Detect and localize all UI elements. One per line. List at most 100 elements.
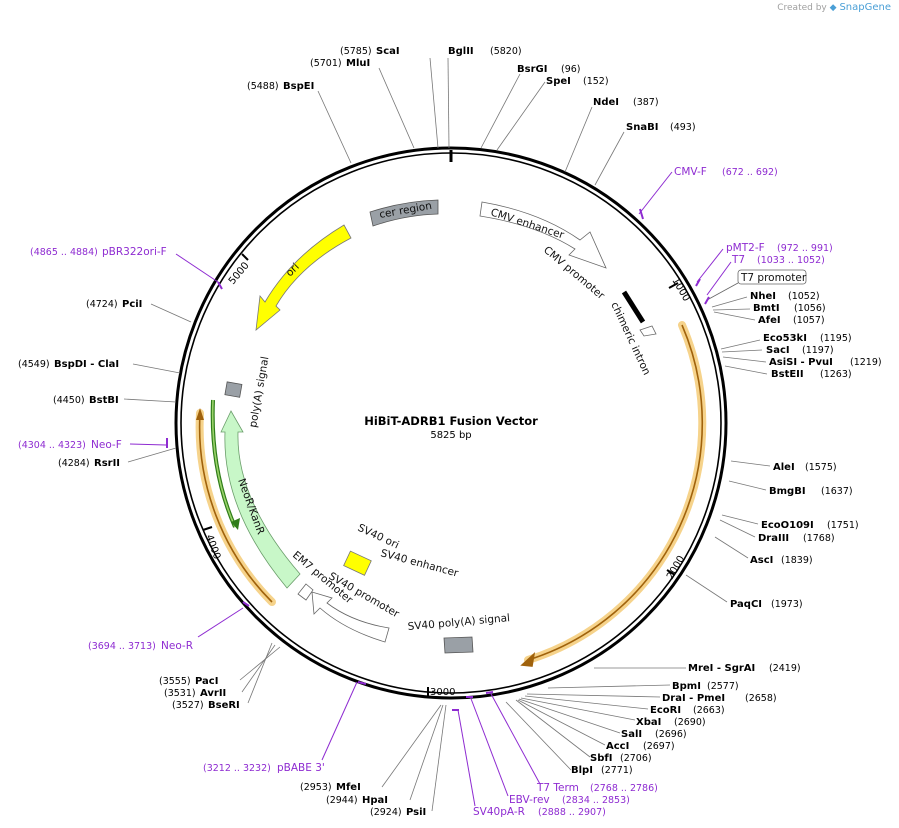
plasmid-length: 5825 bp [430,430,471,441]
enzyme-pos: (5820) [490,46,522,57]
enzyme-pos: (2663) [693,705,725,716]
cmv-enhancer-feature[interactable]: CMV enhancer CMV promoter [479,201,607,302]
enzyme-label-psii[interactable]: (2924) PsiI [370,807,426,818]
enzyme-label-ecori[interactable]: EcoRI (2663) [650,705,725,716]
primer-label-ebv-rev[interactable]: EBV-rev (2834 .. 2853) [509,794,630,806]
tick-label-3000: 3000 [430,687,455,698]
enzyme-label-paqci[interactable]: PaqCI (1973) [730,599,803,610]
primer-label-pbabe-3[interactable]: (3212 .. 3232) pBABE 3' [203,762,325,774]
primer-pos: (4304 .. 4323) [18,440,86,451]
enzyme-label-scai[interactable]: (5785) ScaI [340,46,400,57]
enzyme-label-bspei[interactable]: (5488) BspEI [247,81,314,92]
enzyme-pos: (1768) [803,533,835,544]
enzyme-label-ndei[interactable]: NdeI (387) [593,97,659,108]
enzyme-label-bspdi-clai[interactable]: (4549) BspDI - ClaI [18,359,119,370]
enzyme-label-sbfi[interactable]: SbfI (2706) [590,753,652,764]
cer-region-feature[interactable]: cer region [369,199,439,227]
primer-label-neo-f[interactable]: (4304 .. 4323) Neo-F [18,439,122,451]
enzyme-label-sali[interactable]: SalI (2696) [621,729,687,740]
enzyme-label-spei[interactable]: SpeI (152) [546,76,609,87]
t7-promoter-feature[interactable]: T7 promoter [706,269,807,301]
enzyme-label-bsteii[interactable]: BstEII (1263) [771,369,852,380]
enzyme-label-asci[interactable]: AscI (1839) [750,555,813,566]
enzyme-name: PaqCI [730,599,762,610]
enzyme-label-avrii[interactable]: (3531) AvrII [164,688,226,699]
enzyme-name: NdeI [593,97,619,108]
enzyme-label-bmgbi[interactable]: BmgBI (1637) [769,486,853,497]
primer-pos: (2834 .. 2853) [562,795,630,806]
enzyme-label-mlui[interactable]: (5701) MluI [310,58,370,69]
enzyme-name: PciI [122,299,142,310]
enzyme-pos: (5701) [310,58,342,69]
enzyme-pos: (2944) [326,795,358,806]
enzyme-pos: (2658) [745,693,777,704]
primer-name: CMV-F [674,166,707,178]
enzyme-name: EcoO109I [761,520,814,531]
enzyme-label-bpmi[interactable]: BpmI (2577) [672,681,739,692]
sv40-ori-feature[interactable]: SV40 ori SV40 enhancer [343,522,461,580]
enzyme-label-alei[interactable]: AleI (1575) [773,462,837,473]
primer-name: EBV-rev [509,794,550,806]
enzyme-label-xbai[interactable]: XbaI (2690) [636,717,706,728]
enzyme-name: PacI [195,676,218,687]
sv40-ori-label: SV40 ori [356,522,401,552]
enzyme-label-draiii[interactable]: DraIII (1768) [758,533,835,544]
enzyme-label-saci[interactable]: SacI (1197) [766,345,834,356]
chimeric-intron-feature[interactable]: chimeric intron [608,290,657,377]
enzyme-name: DraI - PmeI [662,693,725,704]
enzyme-label-bstbi[interactable]: (4450) BstBI [53,395,119,406]
enzyme-pos: (493) [670,122,696,133]
primer-name: pMT2-F [726,242,765,254]
primer-name: pBABE 3' [277,762,325,774]
enzyme-pos: (2419) [769,663,801,674]
enzyme-label-bglii[interactable]: BglII (5820) [448,46,522,57]
primer-label-sv40pa-r[interactable]: SV40pA-R (2888 .. 2907) [473,806,606,818]
enzyme-label-pcii[interactable]: (4724) PciI [86,299,142,310]
enzyme-pos: (1973) [771,599,803,610]
enzyme-label-nhei[interactable]: NheI (1052) [750,291,820,302]
enzyme-name: AccI [606,741,629,752]
sv40-polya-feature[interactable]: SV40 poly(A) signal [407,612,510,654]
enzyme-pos: (1751) [827,520,859,531]
credit-brand: SnapGene [839,2,891,13]
enzyme-label-asisi-pvui[interactable]: AsiSI - PvuI (1219) [769,357,882,368]
enzyme-label-afei[interactable]: AfeI (1057) [758,315,825,326]
enzyme-label-mrei-sgrai[interactable]: MreI - SgrAI (2419) [688,663,801,674]
enzyme-label-snabi[interactable]: SnaBI (493) [626,122,696,133]
enzyme-pos: (1057) [793,315,825,326]
enzyme-pos: (1197) [802,345,834,356]
enzyme-name: RsrII [94,458,120,469]
enzyme-label-hpai[interactable]: (2944) HpaI [326,795,388,806]
enzyme-label-bmti[interactable]: BmtI (1056) [753,303,826,314]
primer-label-neo-r[interactable]: (3694 .. 3713) Neo-R [88,640,193,652]
polya-signal-label: poly(A) signal [247,356,271,429]
enzyme-label-bsrgi[interactable]: BsrGI (96) [517,64,581,75]
neo-primer-arc [210,399,240,530]
enzyme-label-bseri[interactable]: (3527) BseRI [172,700,240,711]
neo-kanr-feature[interactable]: NeoR/KanR [220,410,301,589]
enzyme-label-paci[interactable]: (3555) PacI [159,676,218,687]
primer-label-cmv-f[interactable]: CMV-F (672 .. 692) [674,166,778,178]
enzyme-label-blpi[interactable]: BlpI (2771) [571,765,633,776]
ori-feature[interactable]: ori [255,224,352,331]
enzyme-name: SbfI [590,753,612,764]
enzyme-name: BlpI [571,765,593,776]
enzyme-label-ecoo109i[interactable]: EcoO109I (1751) [761,520,859,531]
credit-prefix: Created by [777,3,827,13]
enzyme-name: SalI [621,729,642,740]
enzyme-label-eco53ki[interactable]: Eco53kI (1195) [763,333,852,344]
enzyme-name: BstBI [89,395,119,406]
primer-label-pbr322ori-f[interactable]: (4865 .. 4884) pBR322ori-F [30,246,167,258]
enzyme-label-acci[interactable]: AccI (2697) [606,741,675,752]
primer-label-pmt2-f[interactable]: pMT2-F (972 .. 991) [726,242,833,254]
tick-2000 [666,569,676,576]
primer-label-t7[interactable]: T7 (1033 .. 1052) [731,254,825,266]
enzyme-label-mfei[interactable]: (2953) MfeI [300,782,361,793]
primer-leader-lines [129,171,732,807]
enzyme-label-rsrii[interactable]: (4284) RsrII [58,458,120,469]
enzyme-name: PsiI [406,807,426,818]
primer-label-t7-term[interactable]: T7 Term (2768 .. 2786) [536,782,658,794]
enzyme-label-drai-pmei[interactable]: DraI - PmeI (2658) [662,693,777,704]
enzyme-name: MluI [346,58,370,69]
primer-pos: (972 .. 991) [777,243,833,254]
